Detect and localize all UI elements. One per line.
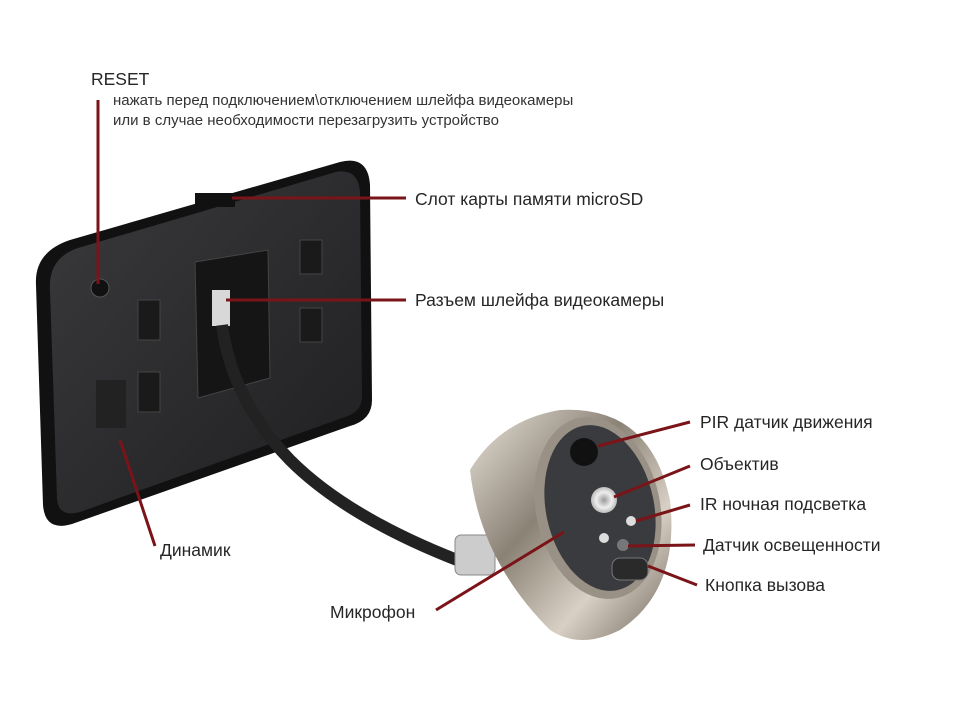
cable-connector-label: Разъем шлейфа видеокамеры <box>415 290 665 310</box>
pir-sensor <box>570 438 598 466</box>
microphone-label: Микрофон <box>330 602 416 622</box>
ir-led <box>599 533 609 543</box>
light-sensor-label: Датчик освещенности <box>703 535 881 555</box>
cable-compartment <box>194 249 271 399</box>
ribbon-cable <box>216 324 473 571</box>
call-button-label: Кнопка вызова <box>705 575 825 595</box>
speaker-grille <box>96 380 126 428</box>
ir-led <box>626 516 636 526</box>
reset-description-line2: или в случае необходимости перезагрузить… <box>113 112 499 129</box>
lens <box>591 487 617 513</box>
reset-label: RESET <box>91 69 150 89</box>
light-sensor <box>617 539 629 551</box>
cable-connector <box>212 290 230 326</box>
pir-label: PIR датчик движения <box>700 412 873 432</box>
call-button <box>611 557 649 581</box>
reset-description-line1: нажать перед подключением\отключением шл… <box>113 92 574 109</box>
microsd-label: Слот карты памяти microSD <box>415 189 644 209</box>
reset-button <box>90 278 110 298</box>
lens-label: Объектив <box>700 454 779 474</box>
leader-lines <box>96 100 698 612</box>
ir-label: IR ночная подсветка <box>700 494 867 514</box>
speaker-label: Динамик <box>160 540 231 560</box>
microsd-slot <box>195 193 235 207</box>
